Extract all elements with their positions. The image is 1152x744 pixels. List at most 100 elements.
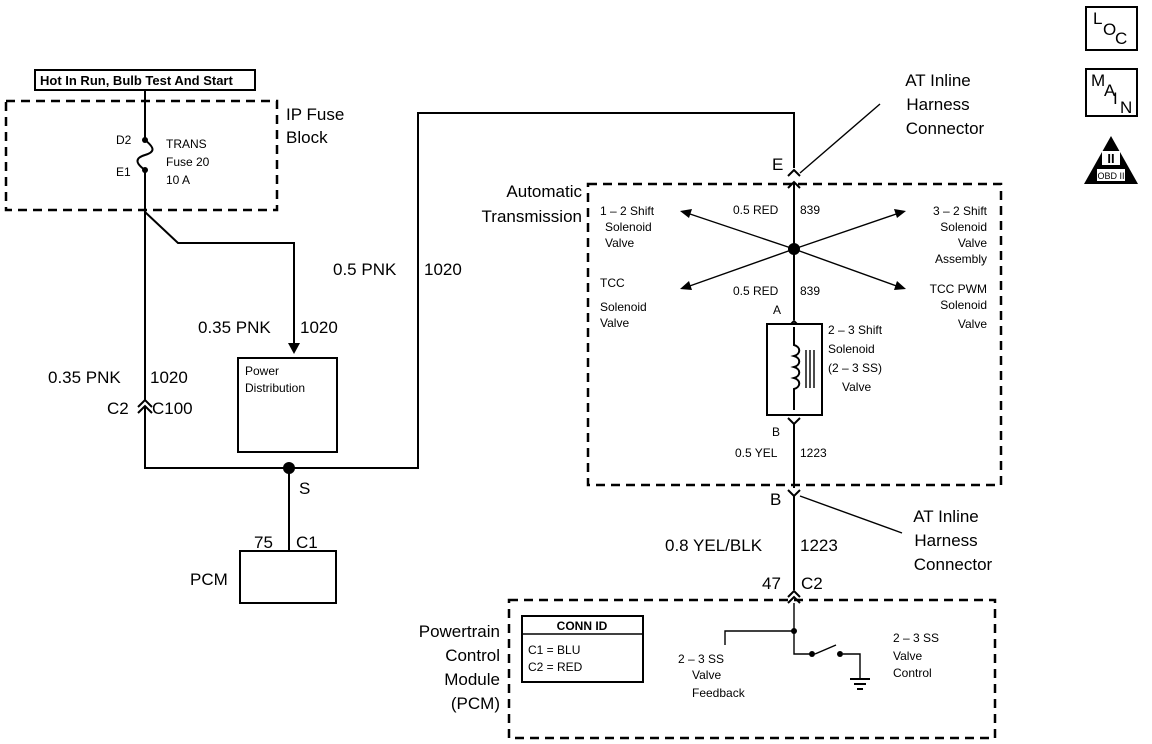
ip-fuse-block-title-1: IP Fuse	[286, 105, 344, 124]
yel-inside-color: 0.5 YEL	[735, 446, 778, 460]
harness-bottom-label-1: AT Inline	[913, 507, 979, 526]
pcm-box	[239, 550, 337, 604]
valve-tccpwm-line-1: TCC PWM	[930, 282, 987, 296]
spoke-tcc-pwm	[793, 248, 903, 289]
pcm-pin-connector: C1	[296, 533, 318, 552]
yelblk-wire-color: 0.8 YEL/BLK	[665, 536, 763, 555]
splice-label: S	[299, 479, 310, 498]
valve-tccpwm-line-3: Valve	[958, 317, 987, 331]
switch-blade	[814, 644, 837, 655]
harness-top-label-1: AT Inline	[905, 71, 971, 90]
switch-contact-left	[809, 651, 815, 657]
spoke-12-shift-arrow	[680, 209, 692, 218]
main-button[interactable]: M A I N	[1085, 68, 1138, 117]
loc-letter-1: L	[1093, 9, 1102, 28]
control-line-2: Valve	[893, 649, 922, 663]
control-line-1: 2 – 3 SS	[893, 631, 939, 645]
fuse-name-line-1: TRANS	[166, 137, 207, 151]
valve-tcc-line-1: TCC	[600, 276, 625, 290]
power-dist-wire-color: 0.35 PNK	[198, 318, 271, 337]
switch-feed-wire	[793, 631, 810, 655]
harness-top-leader-line	[799, 103, 881, 174]
pcm-module-boundary	[507, 598, 997, 740]
obd-ii-icon[interactable]: II OBD II	[1084, 136, 1138, 184]
red-lower-circuit: 839	[800, 284, 820, 298]
pcm-c2-pin: 47	[762, 574, 781, 593]
pcm-title-4: (PCM)	[451, 694, 500, 713]
valve-12-line-2: Solenoid	[605, 220, 652, 234]
power-distribution-arrow	[288, 343, 300, 354]
valve-tcc-line-2: Solenoid	[600, 300, 647, 314]
valve-23-line-2: Solenoid	[828, 342, 875, 356]
valve-tcc-line-3: Valve	[600, 316, 629, 330]
valve-23-line-1: 2 – 3 Shift	[828, 323, 883, 337]
main-button-frame	[1085, 68, 1138, 117]
c100-label: C100	[152, 399, 193, 418]
main-letter-2: A	[1104, 81, 1116, 100]
loc-letter-2: O	[1103, 20, 1116, 39]
c2-label: C2	[107, 399, 129, 418]
obd-numeral: II	[1107, 151, 1114, 166]
fuse-header-text: Hot In Run, Bulb Test And Start	[40, 73, 233, 88]
connector-b-inner-symbol	[787, 417, 801, 426]
valve-23-coil	[790, 327, 801, 410]
feedback-line-3: Feedback	[692, 686, 746, 700]
power-distribution-wire	[144, 211, 295, 350]
transmission-title-2: Transmission	[482, 207, 582, 226]
power-dist-wire-circuit: 1020	[300, 318, 338, 337]
spoke-12-shift	[683, 211, 795, 250]
obd-label: OBD II	[1097, 171, 1124, 181]
splice-bus-wire	[144, 112, 795, 469]
fuse-element-symbol	[136, 139, 154, 171]
main-letter-3: I	[1113, 89, 1118, 108]
connector-e-label: E	[772, 155, 783, 174]
obd-numeral-box	[1102, 151, 1120, 165]
fuse-term-top-label: D2	[116, 133, 132, 147]
conn-id-line-2: C2 = RED	[528, 660, 583, 674]
power-distribution-box	[237, 357, 338, 453]
loc-button[interactable]: L O C	[1085, 6, 1138, 51]
valve-12-line-1: 1 – 2 Shift	[600, 204, 655, 218]
fuse-term-bottom-label: E1	[116, 165, 131, 179]
pcm-c2-connector: C2	[801, 574, 823, 593]
loc-button-frame	[1085, 6, 1138, 51]
pcm-title-1: Powertrain	[419, 622, 500, 641]
ip-fuse-block-title-2: Block	[286, 128, 328, 147]
harness-top-label-3: Connector	[906, 119, 985, 138]
valve-12-line-3: Valve	[605, 236, 634, 250]
obd-label-box	[1097, 169, 1125, 181]
pcm-pin-number: 75	[254, 533, 273, 552]
conn-id-header: CONN ID	[557, 619, 608, 633]
pcm-c2-symbol	[787, 589, 801, 598]
spoke-tcc	[683, 248, 795, 289]
c2-c100-connector-symbol	[137, 398, 153, 408]
feedback-wire	[724, 603, 795, 645]
conn-id-line-1: C1 = BLU	[528, 643, 580, 657]
ip-fuse-block-boundary	[4, 99, 279, 212]
red-upper-circuit: 839	[800, 203, 820, 217]
spoke-tcc-arrow	[680, 281, 692, 290]
spoke-32-shift	[793, 211, 903, 250]
harness-bottom-label-2: Harness	[914, 531, 977, 550]
connector-e-symbol	[787, 168, 801, 177]
yel-inside-circuit: 1223	[800, 446, 827, 460]
valve-23-line-3: (2 – 3 SS)	[828, 361, 882, 375]
control-line-3: Control	[893, 666, 932, 680]
ground-wire	[843, 653, 861, 678]
spoke-32-shift-arrow	[894, 209, 906, 218]
pcm-title-2: Control	[445, 646, 500, 665]
feedback-line-1: 2 – 3 SS	[678, 652, 724, 666]
power-distribution-label-2: Distribution	[245, 381, 305, 395]
red-lower-color: 0.5 RED	[733, 284, 779, 298]
conn-id-box	[521, 615, 644, 683]
spoke-tcc-pwm-arrow	[894, 281, 906, 290]
feedback-line-2: Valve	[692, 668, 721, 682]
connector-b-outer-label: B	[770, 490, 781, 509]
pcm-box-label: PCM	[190, 570, 228, 589]
fuse-main-wire-circuit: 1020	[150, 368, 188, 387]
valve-32-line-2: Solenoid	[940, 220, 987, 234]
power-distribution-label-1: Power	[245, 364, 279, 378]
fuse-main-wire-color: 0.35 PNK	[48, 368, 121, 387]
trans-feed-wire-circuit: 1020	[424, 260, 462, 279]
harness-bottom-leader-line	[799, 495, 903, 534]
